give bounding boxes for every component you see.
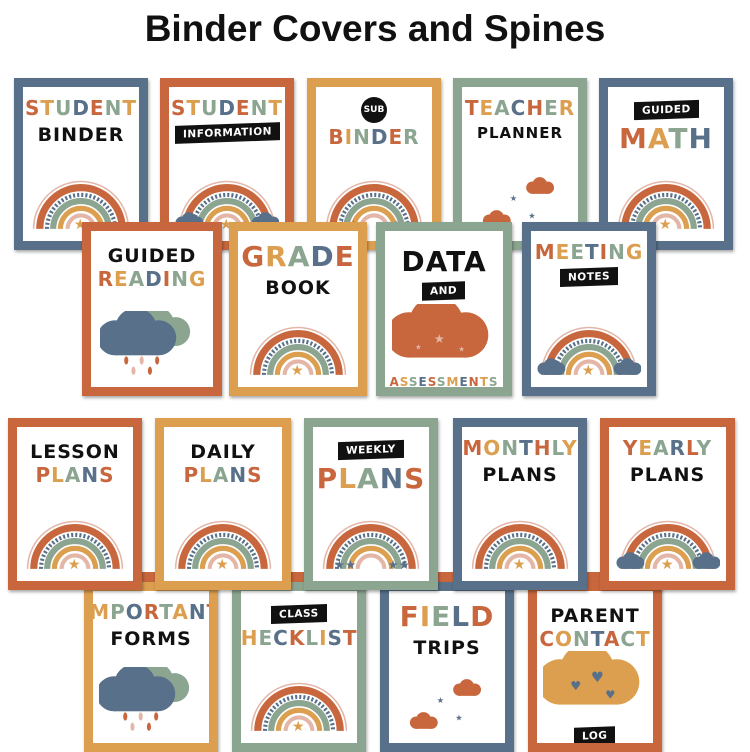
cover-title-line: LESSON [30,441,120,463]
svg-text:★: ★ [291,363,304,379]
svg-text:★: ★ [434,332,445,346]
cover-title-line: PLANS [629,464,706,486]
heart-cloud-icon: ♥♥♥ [537,643,647,723]
binder-cover-yearly-plans: YEARLY PLANS ★ [600,418,735,590]
rainbow-icon: ★ [614,165,718,237]
cover-title-line: PLANS [183,462,263,487]
cover-title-line: TRIPS [413,637,481,660]
cover-title-line: PLANS [316,462,426,496]
cover-title-line: CHECKLISTS [240,626,358,651]
cover-title-line: PLANS [482,464,558,486]
cover-title-line: READING [97,266,207,291]
svg-text:★: ★ [660,557,673,573]
svg-text:★: ★ [528,211,535,221]
cover-title-line: STUDENT [25,96,137,120]
banner-label: INFORMATION [174,122,280,144]
banner-label: CLASS [271,604,327,625]
cover-title-line: IMPORTANT [89,600,209,624]
svg-text:★★: ★★ [334,558,356,572]
cover-title-line: GRADE [241,240,355,273]
svg-text:★: ★ [292,719,305,735]
binder-cover-class-checklists: CLASSCHECKLISTS ★ [232,582,366,752]
page-title: Binder Covers and Spines [144,8,606,49]
binder-cover-teacher-planner: TEACHER PLANNER ★ ★ [453,78,587,250]
banner-label: GUIDED [633,99,699,121]
rainbow-icon: ★ [247,667,351,739]
cover-title-line: PLANS [35,462,115,487]
rainbow-icon: ★ [171,505,275,577]
cover-title-line: STUDENT [171,96,283,120]
rainbow-icon: ★ [29,165,133,237]
svg-text:★: ★ [513,557,526,573]
cover-title-line: PLANNER [476,124,564,142]
cover-title-line: BINDER [37,124,125,146]
rainbow-clouds-icon: ★ [537,311,642,383]
svg-text:★: ★ [415,343,421,352]
banner-label: LOG [574,726,616,743]
cover-title-line: MATH [619,122,713,156]
svg-text:★: ★ [659,217,672,233]
cover-title-line: YEARLY [622,436,713,460]
binder-cover-data-and: DATA AND ★ ★ ★ ASSESSMENTS [376,222,512,396]
svg-text:★★: ★★ [387,558,409,572]
rainbow-icon: ★ [468,505,572,577]
cover-title-line: PARENT [550,605,640,627]
svg-text:★: ★ [455,713,462,723]
binder-cover-important-forms: IMPORTANT FORMS [84,582,218,752]
cover-title-line: MEETING [534,240,644,264]
rain-cloud-icon [97,307,204,383]
cover-title-line: GUIDED [107,245,197,267]
cover-title-line: TEACHER [464,96,576,120]
rainbow-icon: ★ [246,311,350,383]
cover-title-line: FIELD [399,600,495,633]
cover-title-line: ASSESSMENTS [389,375,499,390]
cover-title-line: BINDER [328,125,420,149]
svg-text:★: ★ [216,557,229,573]
banner-label: WEEKLY [338,439,404,461]
svg-text:♥: ♥ [570,679,581,693]
rainbow-icon: ★ [23,505,127,577]
cover-title-line: CONTACT [539,626,651,651]
svg-text:♥: ♥ [605,687,615,701]
binder-cover-monthly-plans: MONTHLY PLANS ★ [453,418,587,590]
svg-text:★: ★ [510,193,517,203]
cover-title-line: BOOK [265,277,331,300]
rain-cloud-icon [96,663,203,739]
cover-title-line: DAILY [190,441,256,463]
cover-title-line: DATA [401,245,487,278]
binder-cover-student-binder: STUDENT BINDER ★ [14,78,148,250]
banner-label: NOTES [559,266,619,288]
svg-text:♥: ♥ [591,670,604,686]
rainbow-stars-icon: ★★ ★★ [319,505,423,577]
svg-text:★: ★ [68,557,81,573]
banner-label: AND [422,281,466,302]
cover-title-line: FORMS [110,628,192,650]
svg-text:★: ★ [582,363,595,379]
svg-text:★: ★ [437,695,444,705]
cover-title-line: MONTHLY [462,436,578,460]
badge-label: SUB [361,97,387,123]
cloud-icon: ★ ★ ★ [386,296,496,376]
moon-icon: ★★ [395,667,499,739]
svg-text:★: ★ [458,345,464,354]
rainbow-clouds-icon: ★ [615,505,721,577]
binder-cover-grade-book: GRADE BOOK ★ [229,222,367,396]
